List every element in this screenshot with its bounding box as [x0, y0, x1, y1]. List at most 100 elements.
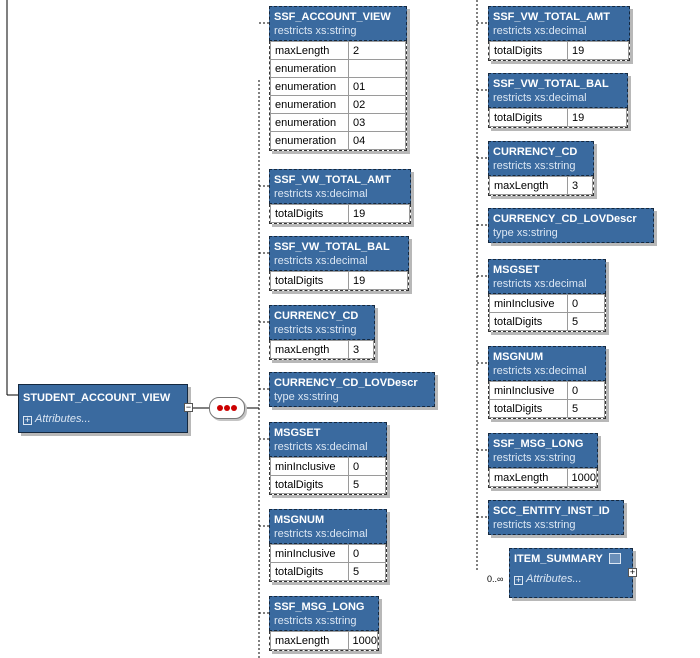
facet-value: 5 — [348, 475, 386, 494]
element-name: CURRENCY_CD_LOVDescr — [493, 213, 637, 225]
root-element-node[interactable]: STUDENT_ACCOUNT_VIEW +Attributes... — [18, 384, 188, 433]
element-type: restricts xs:string — [493, 452, 576, 464]
item-summary-attributes-label: Attributes... — [526, 573, 582, 585]
element-type: restricts xs:string — [274, 615, 357, 627]
facet-name: maxLength — [270, 41, 349, 60]
element-type: restricts xs:string — [493, 519, 576, 531]
item-summary-name: ITEM_SUMMARY — [514, 553, 603, 565]
cardinality-label: 0..∞ — [487, 574, 504, 584]
collapse-minus-icon[interactable]: − — [184, 402, 193, 412]
facet-value: 19 — [567, 41, 629, 60]
element-name: MSGSET — [274, 427, 321, 439]
element-type: restricts xs:decimal — [493, 278, 587, 290]
element-name: CURRENCY_CD — [493, 146, 578, 158]
facet-name: enumeration — [270, 95, 349, 114]
expand-plus-icon: + — [514, 575, 523, 585]
element-header: CURRENCY_CD restricts xs:string — [269, 305, 375, 340]
facet-name: minInclusive — [270, 544, 349, 563]
facet-value: 1000 — [566, 468, 598, 487]
sequence-compositor[interactable] — [209, 397, 245, 419]
facet-name: enumeration — [270, 131, 349, 150]
facet-name: totalDigits — [270, 204, 349, 223]
root-attributes-toggle[interactable]: +Attributes... — [23, 412, 183, 427]
element-name: SSF_VW_TOTAL_BAL — [493, 78, 609, 90]
element-type: restricts xs:decimal — [274, 528, 368, 540]
facet-value: 19 — [348, 271, 408, 290]
element-node[interactable]: SSF_VW_TOTAL_AMT restricts xs:decimal tota… — [488, 6, 630, 61]
facet-name: maxLength — [489, 468, 568, 487]
facet-name: maxLength — [489, 176, 568, 195]
facet-name: minInclusive — [489, 381, 568, 400]
item-summary-attributes-toggle[interactable]: +Attributes... — [514, 572, 628, 587]
root-attributes-label: Attributes... — [35, 413, 91, 425]
facet-value: 2 — [348, 41, 406, 60]
element-type: restricts xs:string — [274, 324, 357, 336]
facet-value: 04 — [348, 131, 406, 150]
element-header: MSGSET restricts xs:decimal — [269, 422, 387, 457]
element-name: SSF_VW_TOTAL_AMT — [274, 174, 391, 186]
element-type: restricts xs:decimal — [274, 441, 368, 453]
facet-value: 03 — [348, 113, 406, 132]
facet-name: maxLength — [270, 340, 349, 359]
element-name: SSF_VW_TOTAL_AMT — [493, 11, 610, 23]
facet-name: totalDigits — [489, 108, 568, 127]
element-header: SSF_VW_TOTAL_AMT restricts xs:decimal — [488, 6, 630, 41]
facet-value: 5 — [348, 562, 386, 581]
facet-value: 19 — [348, 204, 410, 223]
facet-value: 0 — [567, 381, 605, 400]
sequence-dot-icon — [231, 405, 237, 411]
element-name: CURRENCY_CD — [274, 310, 359, 322]
facet-name: totalDigits — [270, 271, 349, 290]
element-type: restricts xs:decimal — [274, 255, 368, 267]
expand-children-icon[interactable]: + — [628, 567, 637, 577]
facet-value: 01 — [348, 77, 406, 96]
facet-value — [348, 59, 406, 78]
element-type: restricts xs:decimal — [493, 25, 587, 37]
expand-plus-icon: + — [23, 415, 32, 425]
item-summary-node[interactable]: ITEM_SUMMARY +Attributes... — [509, 548, 633, 598]
sequence-dot-icon — [224, 405, 230, 411]
